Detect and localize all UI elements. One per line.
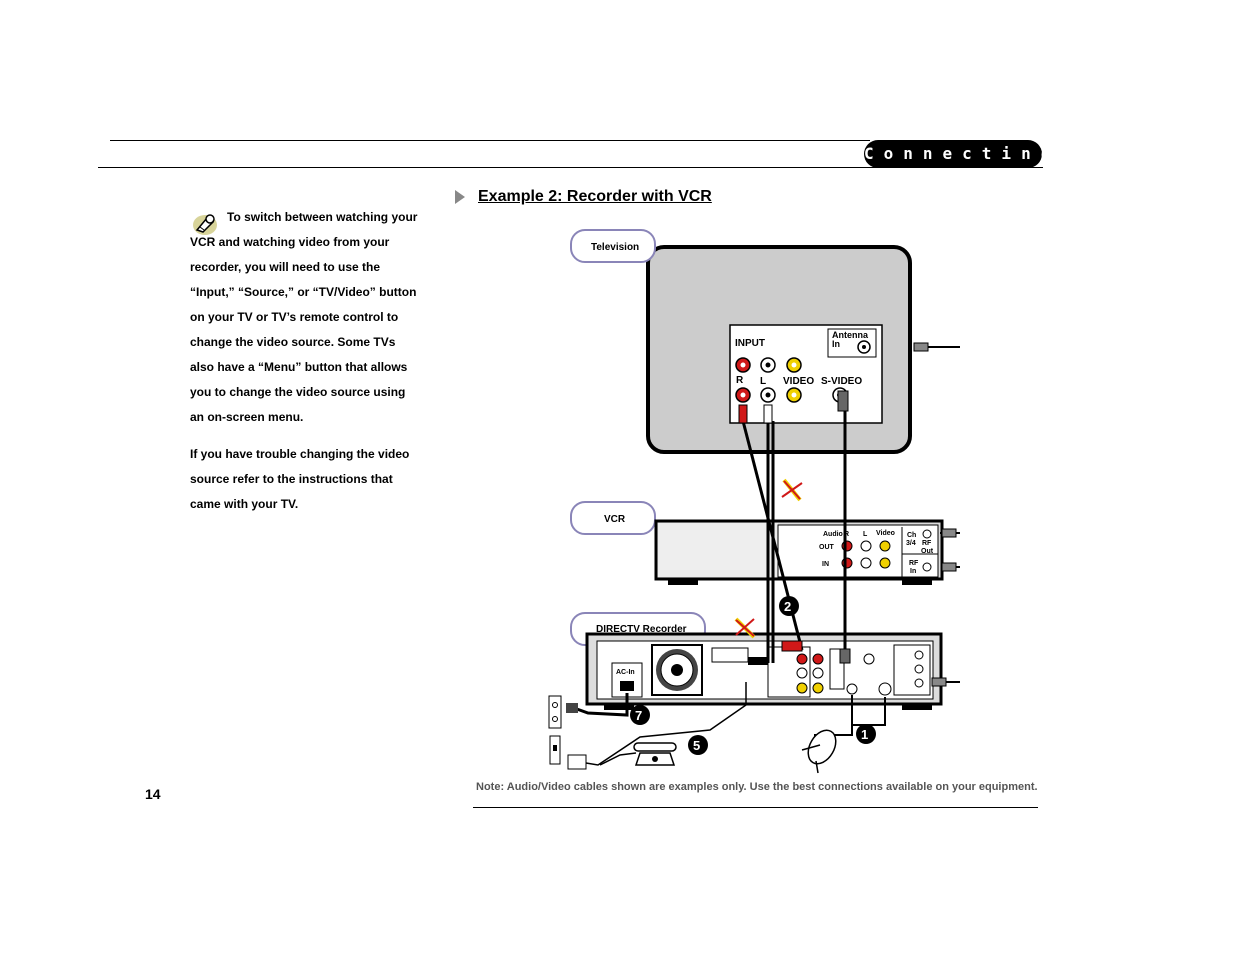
vcr-rf2-label: RF — [909, 560, 919, 567]
step-badge-7: 7 — [630, 705, 650, 725]
crossed-cable-icon — [734, 617, 756, 639]
tv-input-label: INPUT — [735, 338, 765, 349]
svg-text:7: 7 — [635, 708, 642, 723]
svg-text:1: 1 — [861, 727, 868, 742]
recorder-label: DIRECTV Recorder — [596, 624, 687, 635]
vcr-in-label: IN — [822, 561, 829, 568]
step-badge-5: 5 — [688, 735, 708, 755]
vcr-callout — [570, 501, 656, 535]
example-title: Example 2: Recorder with VCR — [478, 188, 712, 205]
telephone-icon — [633, 742, 677, 766]
tip-icon — [193, 214, 217, 235]
power-outlet-icon — [548, 695, 578, 729]
tv-svideo-label: S-VIDEO — [821, 376, 862, 387]
cable-3 — [932, 566, 960, 683]
tv-video-label: VIDEO — [783, 376, 814, 387]
example-heading: Example 2: Recorder with VCR — [455, 186, 712, 208]
tip-text: To switch between watching your VCR and … — [190, 205, 420, 529]
vcr-r-label: R — [844, 531, 849, 538]
header-rule-top — [110, 140, 870, 141]
vcr-l-label: L — [863, 531, 868, 538]
ac-in-label: AC-In — [616, 669, 635, 676]
vcr-rf-out-label: Out — [921, 548, 934, 555]
footer-rule — [473, 807, 1038, 808]
step-badge-1: 1 — [856, 724, 876, 744]
vcr-panel — [777, 524, 939, 578]
vcr-label: VCR — [604, 514, 626, 525]
vcr-audio-label: Audio — [823, 531, 843, 538]
svg-text:5: 5 — [693, 738, 700, 753]
svg-text:2: 2 — [784, 599, 791, 614]
vcr-rf-label: RF — [922, 540, 932, 547]
phone-splitter-icon — [567, 754, 587, 770]
cable-5 — [585, 682, 747, 766]
tv-antenna-label: Antenna — [832, 330, 869, 340]
note-text: Note: Audio/Video cables shown are examp… — [476, 781, 1038, 793]
television-label: Television — [591, 242, 639, 253]
header-rule-bottom — [98, 167, 1043, 168]
vcr-ch34-label: 3/4 — [906, 540, 916, 547]
vcr-rf-in-label: In — [910, 568, 916, 575]
cable-4 — [924, 346, 960, 534]
tv-l-label: L — [760, 376, 766, 387]
phone-jack-icon — [549, 735, 561, 765]
cable-7 — [573, 693, 629, 717]
tip-paragraph-1: To switch between watching your VCR and … — [190, 210, 418, 424]
vcr-out-label: OUT — [819, 544, 835, 551]
vcr-video-label: Video — [876, 530, 895, 537]
play-arrow-icon — [455, 190, 465, 204]
tv-r-label: R — [736, 375, 744, 386]
step-badge-2: 2 — [779, 596, 799, 616]
section-tab: Connecting — [864, 140, 1050, 168]
vcr-ch-label: Ch — [907, 532, 916, 539]
tv-antenna-in-label: In — [832, 339, 840, 349]
television-callout — [570, 229, 656, 263]
satellite-dish-icon — [801, 729, 837, 774]
crossed-cable-icon — [781, 478, 803, 502]
tip-paragraph-2: If you have trouble changing the video s… — [190, 447, 410, 511]
connection-diagram: INPUT Antenna In R L VIDEO S-VIDEO Telev… — [548, 229, 960, 774]
page-number: 14 — [145, 786, 161, 802]
ac-in-box — [611, 662, 643, 698]
